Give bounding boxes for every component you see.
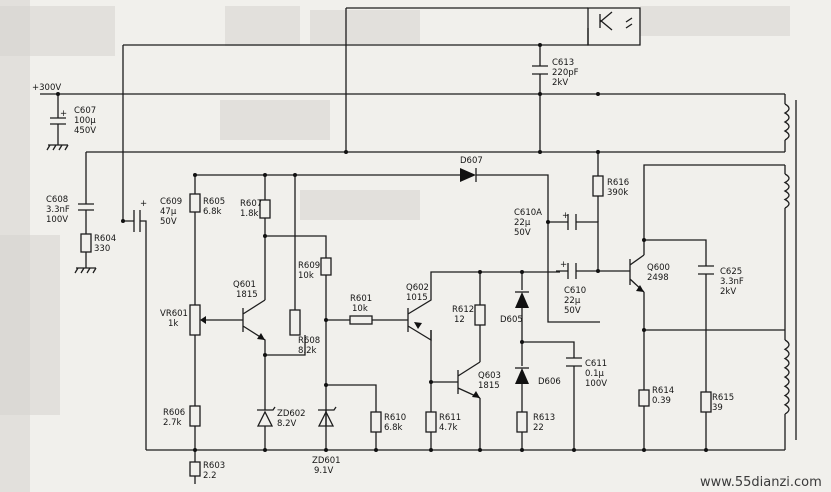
c611-volt: 100V: [585, 379, 607, 389]
r612-ref: R612: [452, 305, 474, 315]
d606-ref: D606: [538, 377, 561, 387]
r601-val: 10k: [352, 304, 368, 314]
zd601-ref: ZD601: [312, 456, 341, 466]
q603-ref: Q603: [478, 371, 501, 381]
c610-ref: C610: [564, 286, 586, 296]
r604-ref: R604: [94, 234, 116, 244]
r614-ref: R614: [652, 386, 674, 396]
c625-volt: 2kV: [720, 287, 736, 297]
c608-val: 3.3nF: [46, 205, 70, 215]
c610a-volt: 50V: [514, 228, 531, 238]
c610a-val: 22μ: [514, 218, 531, 228]
r610-val: 6.8k: [384, 423, 403, 433]
c609-val: 47μ: [160, 207, 177, 217]
r610-ref: R610: [384, 413, 406, 423]
zd602-val: 8.2V: [277, 419, 297, 429]
c611-val: 0.1μ: [585, 369, 605, 379]
r603-val: 2.2: [203, 471, 217, 481]
c608-volt: 100V: [46, 215, 68, 225]
r614-val: 0.39: [652, 396, 671, 406]
c609-volt: 50V: [160, 217, 177, 227]
q602-val: 1015: [406, 293, 428, 303]
q601-val: 1815: [236, 290, 258, 300]
r601-ref: R601: [350, 294, 372, 304]
c608-ref: C608: [46, 195, 68, 205]
r609-ref: R609: [298, 261, 320, 271]
c607-val: 100μ: [74, 116, 96, 126]
r615-val: 39: [712, 403, 723, 413]
wires: [40, 7, 797, 484]
watermark: www.55dianzi.com: [700, 475, 822, 490]
c610-val: 22μ: [564, 296, 581, 306]
c613-ref: C613: [552, 58, 574, 68]
plus-sign: +: [60, 109, 67, 119]
plus-sign: +: [560, 260, 567, 270]
c610a-ref: C610A: [514, 208, 542, 218]
r606-ref: R606: [163, 408, 185, 418]
vr601-ref: VR601: [160, 309, 188, 319]
r605-val: 6.8k: [203, 207, 222, 217]
r611-val: 4.7k: [439, 423, 458, 433]
d607-ref: D607: [460, 156, 483, 166]
c625-ref: C625: [720, 267, 742, 277]
c607-ref: C607: [74, 106, 96, 116]
r605-ref: R605: [203, 197, 225, 207]
d605-ref: D605: [500, 315, 523, 325]
q601-ref: Q601: [233, 280, 256, 290]
c613-volt: 2kV: [552, 78, 568, 88]
r612-val: 12: [454, 315, 465, 325]
q603-val: 1815: [478, 381, 500, 391]
r615-ref: R615: [712, 393, 734, 403]
c607-volt: 450V: [74, 126, 96, 136]
c625-val: 3.3nF: [720, 277, 744, 287]
q602-ref: Q602: [406, 283, 429, 293]
r608-ref: R608: [298, 336, 320, 346]
component-labels: +300V + + + + C607 100μ 450V C608 3.3nF …: [32, 58, 822, 490]
r613-val: 22: [533, 423, 544, 433]
r607-val: 1.8k: [240, 209, 259, 219]
r616-val: 390k: [607, 188, 628, 198]
r613-ref: R613: [533, 413, 555, 423]
zd602-ref: ZD602: [277, 409, 306, 419]
r611-ref: R611: [439, 413, 461, 423]
supply-label: +300V: [32, 83, 61, 93]
c609-ref: C609: [160, 197, 182, 207]
c613-val: 220pF: [552, 68, 579, 78]
component-shapes: [46, 43, 790, 477]
vr601-val: 1k: [168, 319, 178, 329]
paper-texture: [0, 0, 790, 492]
c610-volt: 50V: [564, 306, 581, 316]
plus-sign: +: [562, 211, 569, 221]
r603-ref: R603: [203, 461, 225, 471]
c611-ref: C611: [585, 359, 607, 369]
r606-val: 2.7k: [163, 418, 182, 428]
q600-val: 2498: [647, 273, 669, 283]
plus-sign: +: [140, 199, 147, 209]
r609-val: 10k: [298, 271, 314, 281]
r604-val: 330: [94, 244, 110, 254]
r608-val: 8.2k: [298, 346, 317, 356]
r616-ref: R616: [607, 178, 629, 188]
zd601-val: 9.1V: [314, 466, 334, 476]
q600-ref: Q600: [647, 263, 670, 273]
r607-ref: R607: [240, 199, 262, 209]
